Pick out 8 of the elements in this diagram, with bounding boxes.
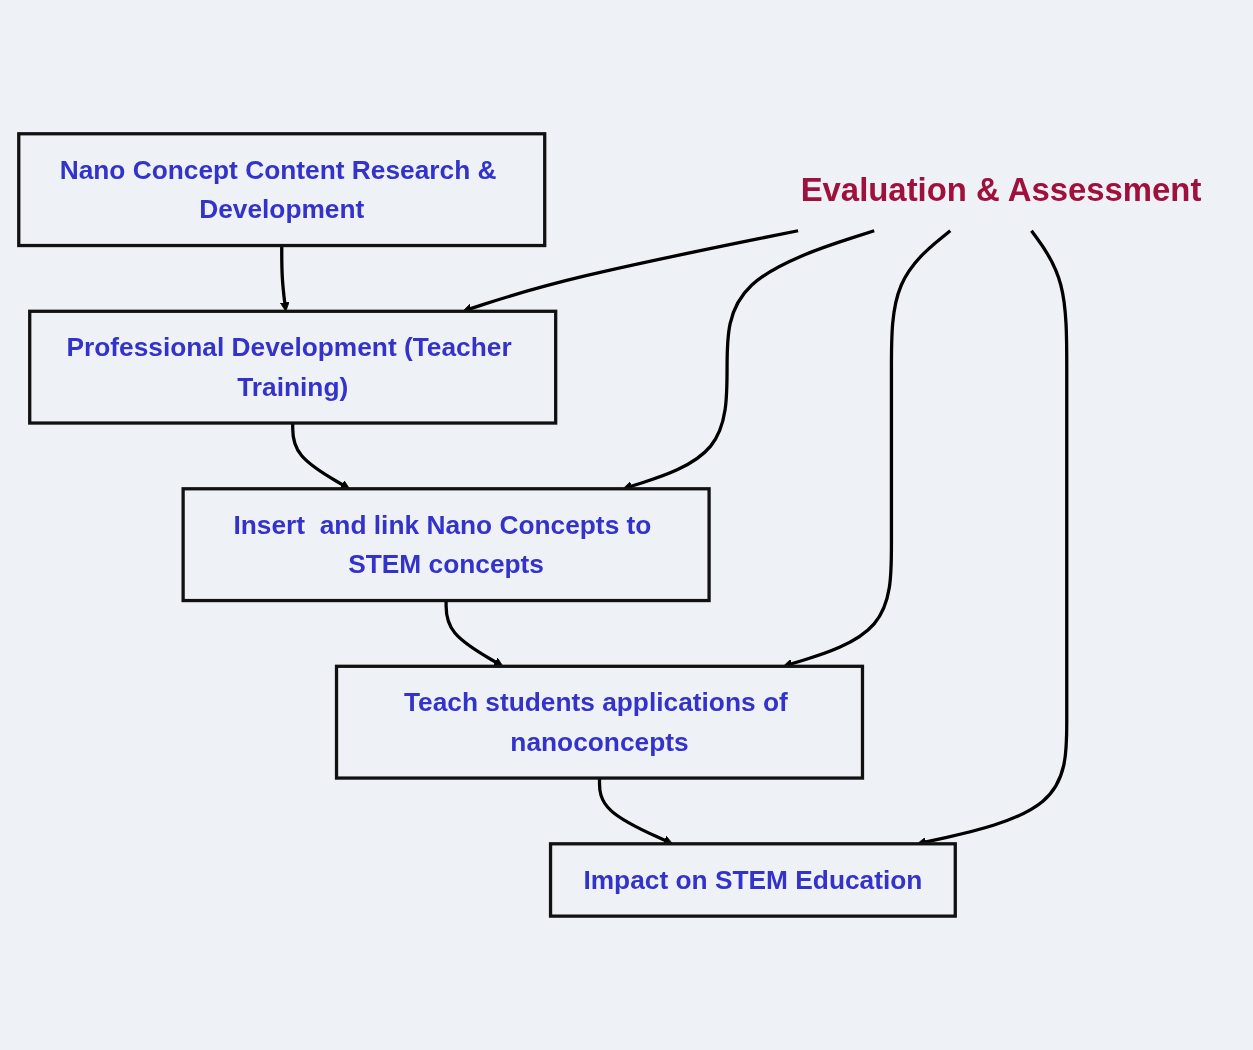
node-box: Teach students applications of nanoconcepts <box>334 664 865 780</box>
arrow <box>279 245 290 312</box>
node-text: Evaluation & Assessment <box>800 171 1202 208</box>
node-box: Nano Concept Content Research & Development <box>17 132 547 248</box>
arrow <box>444 600 504 667</box>
node-box: Impact on STEM Education <box>548 842 957 918</box>
node-box: Insert and link Nano Concepts to STEM concepts <box>181 487 711 603</box>
node-box: Professional Development (Teacher Training) <box>28 309 558 425</box>
